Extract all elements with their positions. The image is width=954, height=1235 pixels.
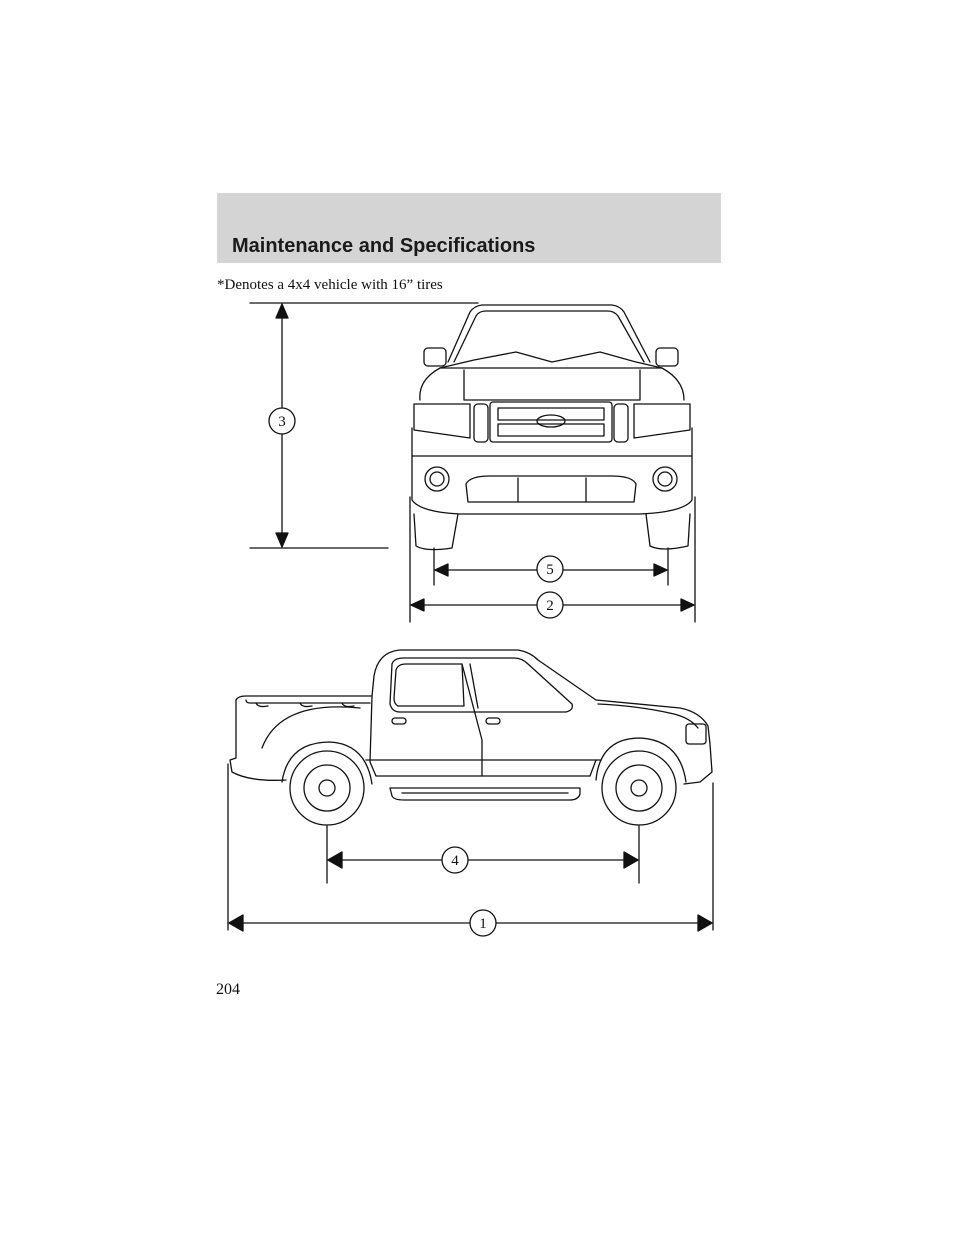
callout-1: 1 <box>479 916 487 932</box>
section-header: Maintenance and Specifications <box>217 193 721 263</box>
dimension-line-1 <box>228 909 713 937</box>
dimension-line-2 <box>410 591 695 619</box>
footnote-4x4: *Denotes a 4x4 vehicle with 16” tires <box>217 277 443 293</box>
dimension-line-5 <box>434 555 668 583</box>
page-number: 204 <box>216 981 240 998</box>
section-title: Maintenance and Specifications <box>232 235 536 257</box>
callout-2: 2 <box>546 598 554 614</box>
callout-4: 4 <box>451 853 459 869</box>
side-view-illustration <box>227 649 714 931</box>
callout-5: 5 <box>546 562 554 578</box>
dimension-line-3 <box>268 303 296 548</box>
front-view-illustration <box>249 302 696 623</box>
callout-3: 3 <box>278 414 286 430</box>
dimension-line-4 <box>327 846 639 874</box>
